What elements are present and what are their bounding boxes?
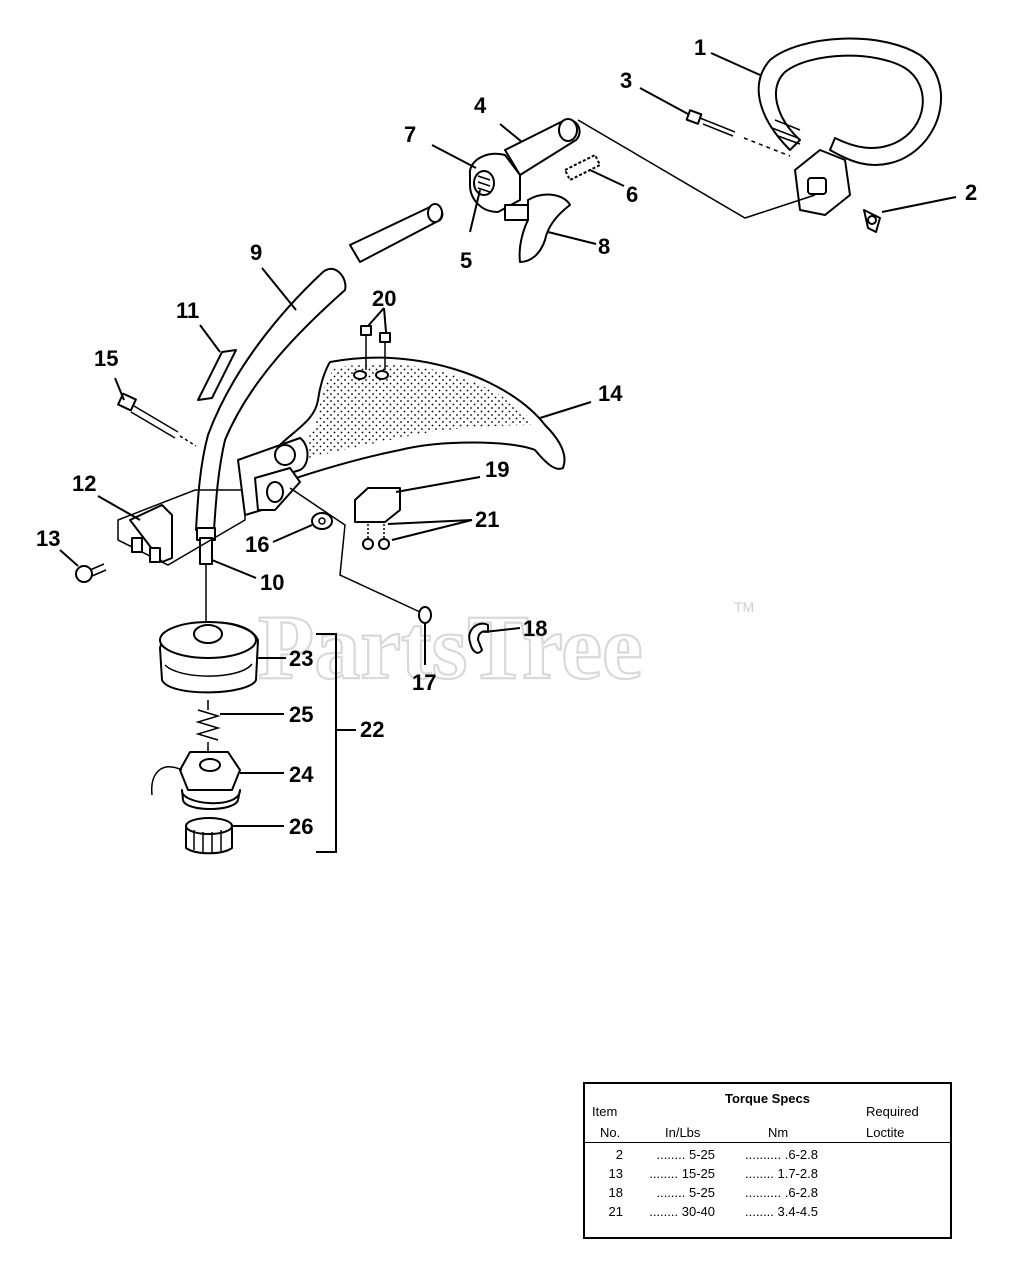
callout-18: 18 — [523, 616, 547, 641]
part-1-handle — [757, 37, 942, 216]
row-nm: .......... .6-2.8 — [745, 1185, 818, 1200]
row-nm: ........ 3.4-4.5 — [745, 1204, 818, 1219]
callout-4: 4 — [474, 93, 487, 118]
callout-19: 19 — [485, 457, 509, 482]
callout-6: 6 — [626, 182, 638, 207]
callout-1: 1 — [694, 35, 706, 60]
callout-20: 20 — [372, 286, 396, 311]
callout-13: 13 — [36, 526, 60, 551]
part-17-washer — [418, 606, 432, 624]
part-24-spool — [151, 751, 241, 810]
table-row: 21 ........ 30-40 ........ 3.4-4.5 — [585, 1204, 950, 1223]
part-18-clip — [468, 622, 489, 654]
row-item: 2 — [615, 1147, 623, 1162]
header-rule — [585, 1142, 950, 1143]
callout-10: 10 — [260, 570, 284, 595]
table-row: 13 ........ 15-25 ........ 1.7-2.8 — [585, 1166, 950, 1185]
torque-specs-table: Torque Specs Item No. In/Lbs Nm Required… — [583, 1082, 952, 1239]
callout-26: 26 — [289, 814, 313, 839]
part-4-upper-tube — [504, 118, 581, 176]
callout-25: 25 — [289, 702, 313, 727]
row-inlbs: ........ 30-40 — [649, 1204, 715, 1219]
callout-15: 15 — [94, 346, 118, 371]
part-3-bolt — [685, 109, 791, 157]
part-9-shaft — [195, 203, 444, 565]
watermark-tm: TM — [734, 599, 754, 615]
callout-21: 21 — [475, 507, 499, 532]
row-inlbs: ........ 15-25 — [649, 1166, 715, 1181]
row-item: 18 — [608, 1185, 623, 1200]
table-row: 2 ........ 5-25 .......... .6-2.8 — [585, 1147, 950, 1166]
callout-16: 16 — [245, 532, 269, 557]
part-20-screws — [360, 325, 391, 370]
callout-12: 12 — [72, 471, 96, 496]
callout-17: 17 — [412, 670, 436, 695]
header-no: No. — [600, 1125, 621, 1140]
part-26-knob — [185, 817, 233, 855]
callout-7: 7 — [404, 122, 416, 147]
row-item: 21 — [608, 1204, 623, 1219]
callout-9: 9 — [250, 240, 262, 265]
row-nm: .......... .6-2.8 — [745, 1147, 818, 1162]
watermark: PartsTree — [258, 596, 643, 698]
callout-14: 14 — [598, 381, 623, 406]
part-15-bolt — [117, 392, 197, 447]
part-21-nuts — [362, 538, 390, 550]
callout-5: 5 — [460, 248, 472, 273]
row-inlbs: ........ 5-25 — [656, 1185, 715, 1200]
callout-23: 23 — [289, 646, 313, 671]
part-14-guard — [237, 356, 566, 516]
torque-specs-title: Torque Specs — [724, 1091, 810, 1106]
callout-22: 22 — [360, 717, 384, 742]
callout-24: 24 — [289, 762, 314, 787]
part-25-spring — [195, 709, 221, 741]
leader-lines — [59, 52, 957, 827]
callout-11: 11 — [176, 298, 199, 323]
part-2-wing-nut — [863, 209, 881, 233]
header-inlbs: In/Lbs — [665, 1125, 701, 1140]
bracket-22 — [316, 633, 337, 853]
callout-8: 8 — [598, 234, 610, 259]
header-required: Required — [866, 1104, 919, 1119]
header-nm: Nm — [768, 1125, 789, 1140]
part-19-block — [354, 487, 401, 538]
row-inlbs: ........ 5-25 — [656, 1147, 715, 1162]
part-23-head-housing — [159, 621, 259, 694]
part-11-label — [197, 349, 237, 401]
table-row: 18 ........ 5-25 .......... .6-2.8 — [585, 1185, 950, 1204]
part-12-bracket — [117, 489, 246, 566]
part-13-screw — [75, 563, 107, 583]
callout-3: 3 — [620, 68, 632, 93]
part-8-knob — [504, 193, 571, 263]
part-7-clamp — [468, 152, 521, 213]
row-nm: ........ 1.7-2.8 — [745, 1166, 818, 1181]
part-16-washer — [311, 512, 333, 530]
callout-2: 2 — [965, 180, 977, 205]
header-loctite: Loctite — [866, 1125, 905, 1140]
part-6-spacer — [564, 154, 601, 181]
row-item: 13 — [608, 1166, 623, 1181]
header-item: Item — [592, 1104, 618, 1119]
